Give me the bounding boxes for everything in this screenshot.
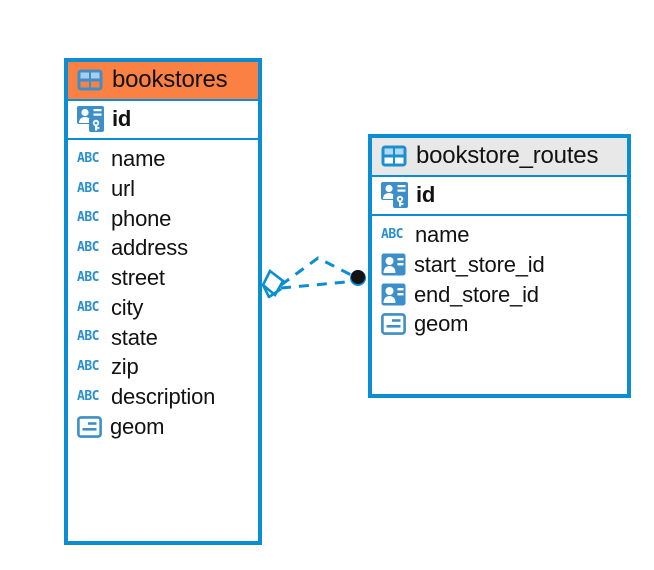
primary-key-section: id [372, 175, 627, 216]
field-label: name [415, 222, 470, 247]
field-label: start_store_id [414, 251, 545, 277]
entity-table-bookstores[interactable]: bookstores [64, 58, 262, 545]
field-row-state[interactable]: ABC state [68, 323, 258, 353]
table-grid-icon [77, 69, 103, 91]
field-row-phone[interactable]: ABC phone [68, 204, 258, 234]
abc-text-icon: ABC [77, 150, 99, 166]
primary-key-icon [77, 106, 104, 132]
diamond-marker [261, 269, 285, 299]
field-row-address[interactable]: ABC address [68, 233, 258, 263]
abc-text-icon: ABC [77, 388, 99, 404]
relationship-line-upper [280, 256, 358, 287]
field-label: address [111, 235, 188, 261]
field-label: id [416, 182, 436, 208]
geometry-icon [77, 415, 102, 438]
field-label: phone [111, 205, 172, 231]
field-list-bookstores: ABC name ABC url ABC phone ABC [68, 140, 258, 541]
field-row-geom[interactable]: geom [372, 309, 627, 339]
field-row-id[interactable]: id [372, 177, 627, 214]
abc-text-icon: ABC [77, 269, 99, 285]
field-list-bookstore-routes: ABC name start_store_id [372, 216, 627, 394]
entity-header-bookstores[interactable]: bookstores [68, 62, 258, 99]
entity-table-bookstore-routes[interactable]: bookstore_routes [368, 134, 631, 398]
field-row-zip[interactable]: ABC zip [68, 352, 258, 382]
filled-circle-marker [350, 270, 366, 286]
entity-title: bookstores [112, 66, 228, 93]
field-label: geom [414, 311, 469, 337]
field-row-street[interactable]: ABC street [68, 263, 258, 293]
abc-text-icon: ABC [77, 210, 99, 226]
field-row-start-store-id[interactable]: start_store_id [372, 250, 627, 280]
field-row-geom[interactable]: geom [68, 412, 258, 442]
abc-text-icon: ABC [77, 299, 99, 315]
field-label: state [111, 324, 158, 350]
foreign-key-icon [381, 283, 406, 306]
abc-text-icon: ABC [77, 359, 99, 375]
relationship-line-lower [280, 279, 358, 290]
field-label: url [111, 175, 135, 201]
primary-key-icon [381, 182, 408, 208]
abc-text-icon: ABC [381, 226, 403, 242]
abc-text-icon: ABC [77, 240, 99, 256]
field-row-name[interactable]: ABC name [68, 144, 258, 174]
field-label: description [111, 384, 216, 409]
field-label: street [111, 265, 165, 290]
field-label: city [111, 294, 144, 320]
field-label: end_store_id [414, 281, 539, 307]
entity-header-bookstore-routes[interactable]: bookstore_routes [372, 138, 627, 175]
geometry-icon [381, 313, 406, 336]
field-label: geom [110, 413, 165, 439]
field-row-url[interactable]: ABC url [68, 174, 258, 204]
table-grid-icon [381, 145, 407, 167]
field-label: id [112, 106, 132, 132]
field-row-end-store-id[interactable]: end_store_id [372, 280, 627, 310]
field-row-city[interactable]: ABC city [68, 293, 258, 323]
entity-title: bookstore_routes [416, 142, 599, 169]
field-label: name [111, 146, 166, 171]
field-row-name[interactable]: ABC name [372, 220, 627, 250]
field-row-description[interactable]: ABC description [68, 382, 258, 412]
abc-text-icon: ABC [77, 180, 99, 196]
primary-key-section: id [68, 99, 258, 140]
field-label: zip [111, 354, 139, 380]
field-row-id[interactable]: id [68, 101, 258, 138]
abc-text-icon: ABC [77, 329, 99, 345]
foreign-key-icon [381, 253, 406, 276]
